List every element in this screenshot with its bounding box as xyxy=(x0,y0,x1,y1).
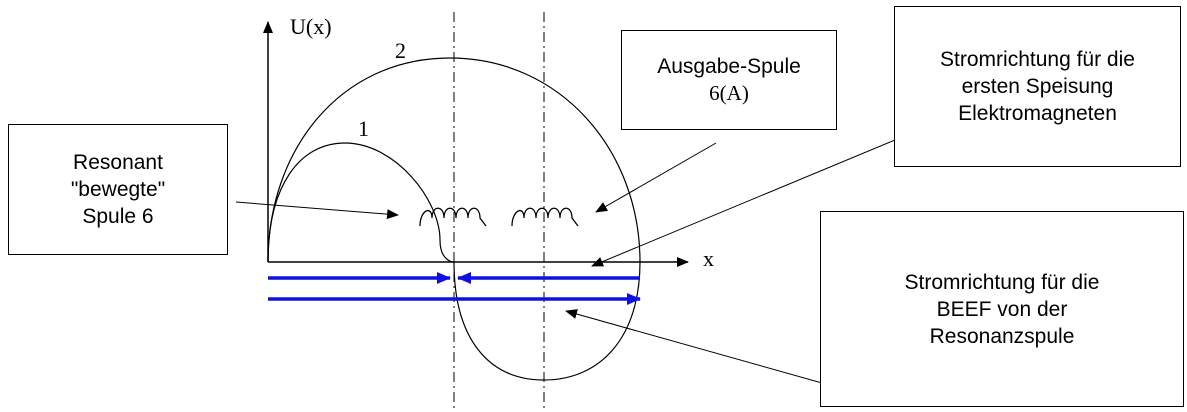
resonant-coil-windings xyxy=(419,207,487,227)
y-axis-label: U(x) xyxy=(290,14,332,39)
pointer-beef xyxy=(565,309,823,384)
output-line-2: 6(A) xyxy=(709,81,749,105)
output-coil-box: Ausgabe-Spule 6(A) xyxy=(621,30,837,130)
first-feed-box: Stromrichtung für die ersten Speisung El… xyxy=(894,6,1181,167)
curve-2-label: 2 xyxy=(395,38,406,63)
beef-line-1: Stromrichtung für die xyxy=(904,270,1100,294)
curve-1 xyxy=(267,142,455,263)
beef-box: Stromrichtung für die BEEF von der Reson… xyxy=(820,211,1184,407)
pointer-resonant xyxy=(235,201,399,220)
curve-2 xyxy=(267,57,641,381)
resonant-coil-box: Resonant "bewegte" Spule 6 xyxy=(8,124,228,255)
resonant-line-1: Resonant xyxy=(73,151,163,174)
resonant-line-3: Spule 6 xyxy=(82,205,154,228)
first-line-1: Stromrichtung für die xyxy=(940,48,1135,71)
resonant-line-2: "bewegte" xyxy=(70,178,166,201)
pointer-first xyxy=(591,139,896,267)
pointer-output xyxy=(595,142,717,213)
first-line-3: Elektromagneten xyxy=(958,102,1117,125)
beef-line-2: BEEF von der xyxy=(936,297,1068,321)
curve-1-label: 1 xyxy=(358,116,369,141)
first-line-2: ersten Speisung xyxy=(961,75,1114,98)
x-axis-label: x xyxy=(703,246,714,271)
output-coil-windings xyxy=(511,207,579,227)
beef-line-3: Resonanzspule xyxy=(929,324,1075,348)
output-line-1: Ausgabe-Spule xyxy=(657,55,801,78)
